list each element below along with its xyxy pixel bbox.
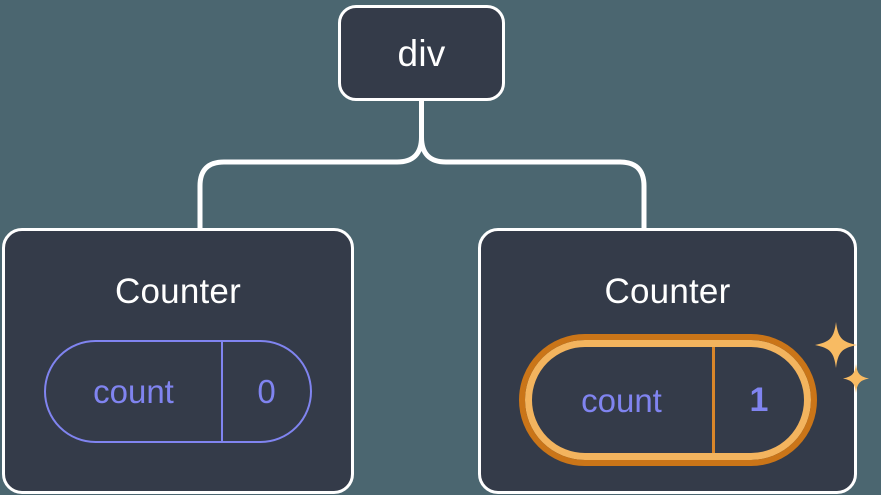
state-value-cell-left: 0 [223, 342, 310, 441]
node-counter-left[interactable]: Counter count 0 [2, 228, 354, 494]
edge-to-right-child [419, 98, 647, 231]
node-counter-right-label: Counter [604, 272, 731, 311]
state-pill-count-right[interactable]: count 1 [518, 334, 817, 466]
node-counter-right[interactable]: Counter count 1 [478, 228, 869, 494]
sparkle-large-icon [814, 322, 857, 368]
state-key-cell-right: count [532, 347, 715, 453]
state-value-cell-right: 1 [715, 347, 804, 453]
state-key-label-right: count [581, 381, 662, 419]
sparkle-small-icon [842, 364, 869, 393]
state-value-label-left: 0 [257, 373, 276, 410]
state-value-label-right: 1 [749, 381, 769, 419]
node-div-label: div [397, 32, 446, 74]
node-div[interactable]: div [338, 5, 505, 101]
state-pill-count-left[interactable]: count 0 [44, 340, 312, 443]
state-key-label-left: count [93, 373, 174, 410]
state-key-cell-left: count [46, 342, 223, 441]
sparkles-icon [814, 322, 869, 393]
edge-to-left-child [197, 98, 424, 231]
state-pill-wrap-right: count 1 [518, 322, 869, 466]
node-counter-left-label: Counter [115, 272, 241, 311]
state-pill-wrap-left: count 0 [44, 340, 312, 443]
